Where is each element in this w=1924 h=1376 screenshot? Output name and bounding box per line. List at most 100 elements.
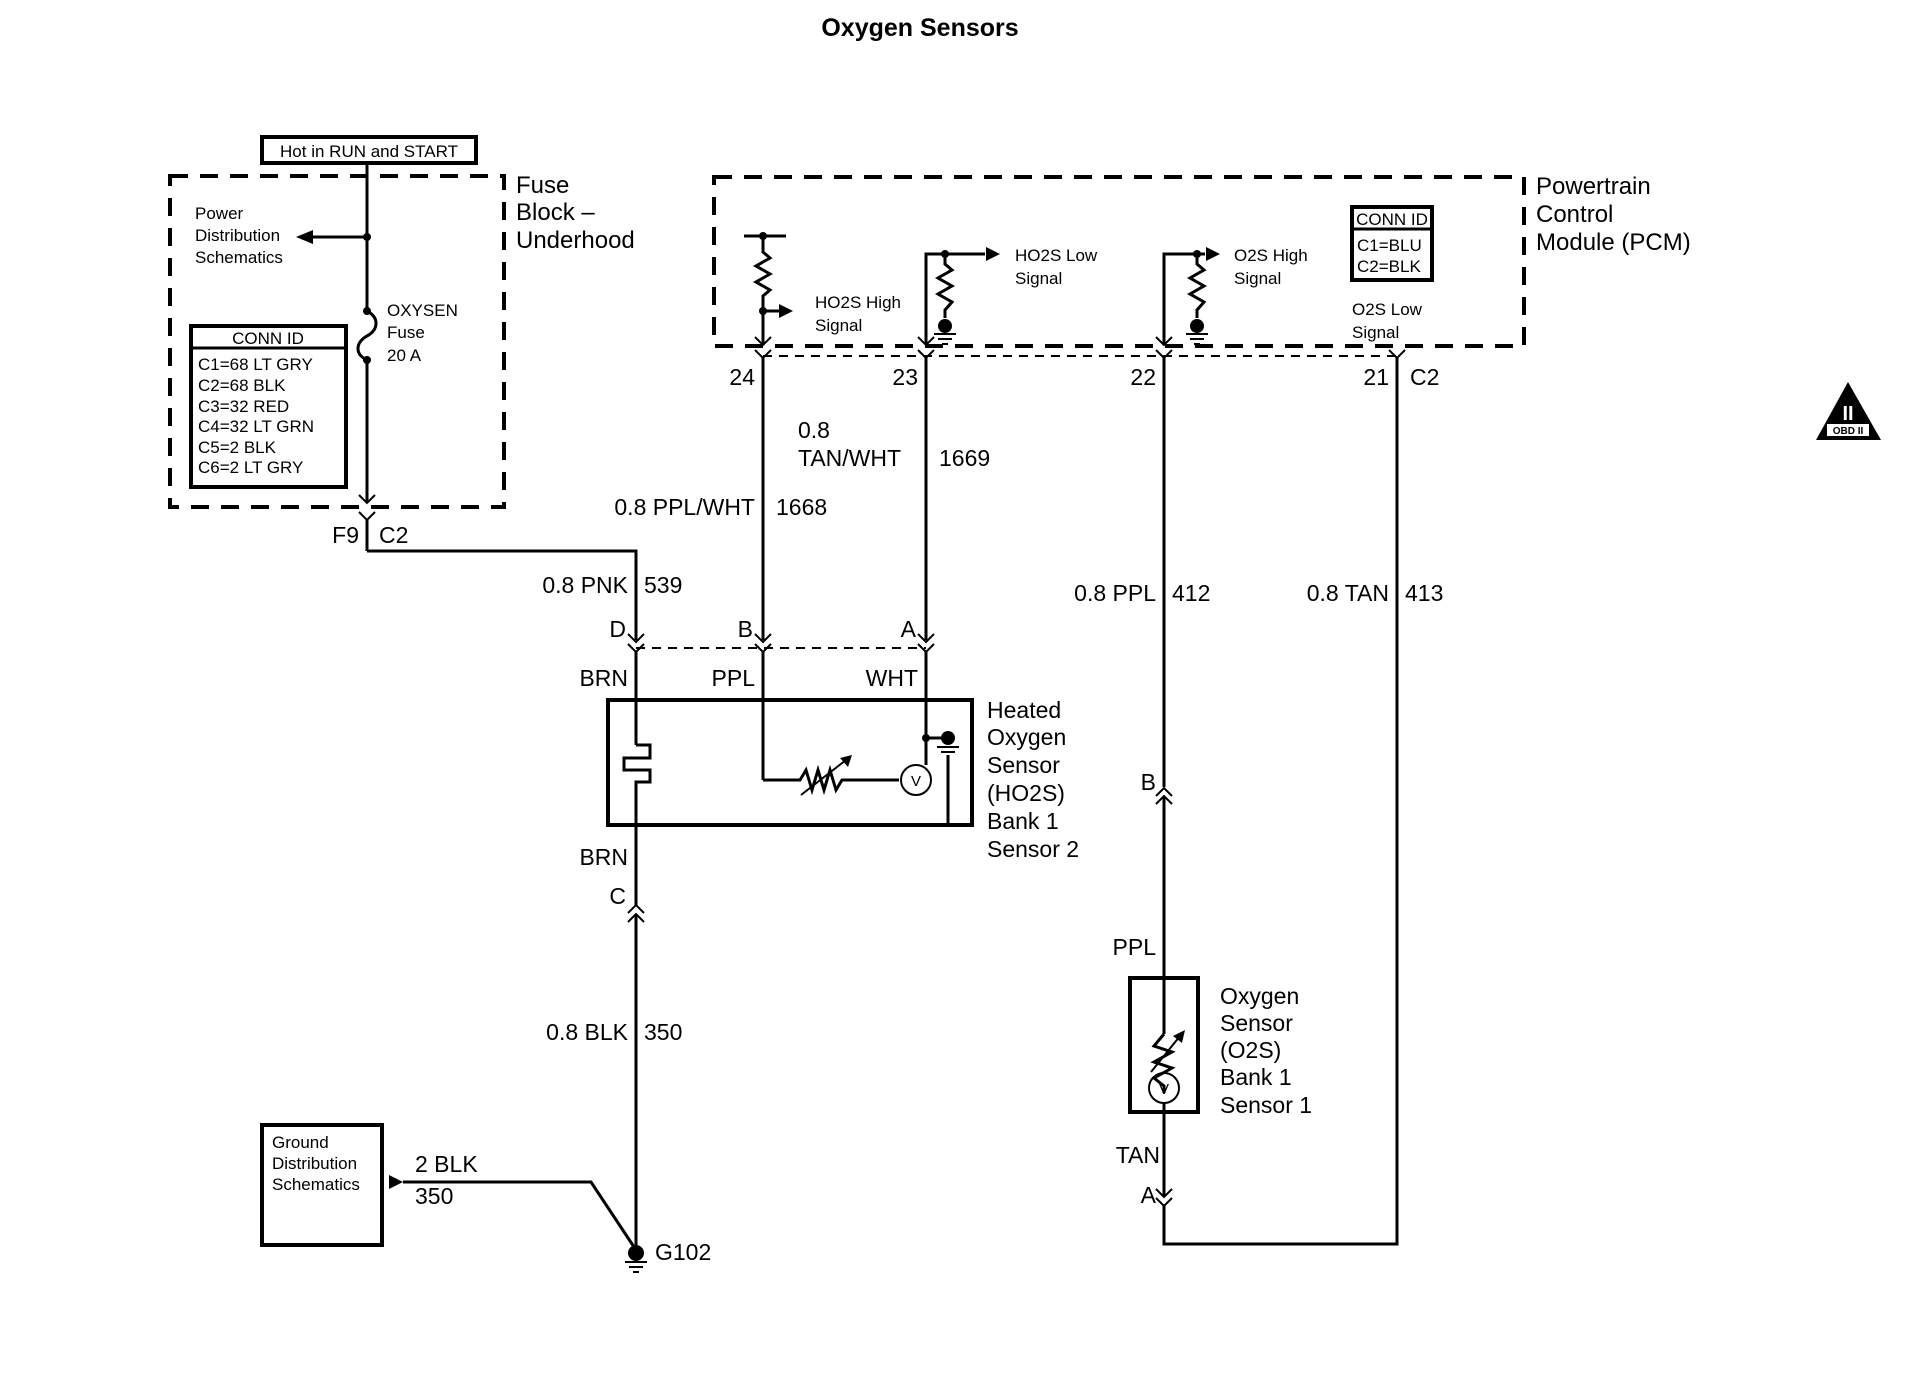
- pcm: Powertrain Control Module (PCM) HO2S Hig…: [712, 173, 1691, 390]
- fuse-name: OXYSEN: [387, 301, 458, 320]
- ho2s-pin-b: B: [738, 616, 753, 642]
- ground-icon: [628, 1245, 644, 1261]
- wire-tan-413: [1162, 358, 1399, 1246]
- voltmeter-icon: [900, 764, 932, 796]
- ground-dist-line-1: Ground: [272, 1133, 329, 1152]
- ho2s-low-signal-2: Signal: [1015, 269, 1062, 288]
- wire-blk2-label: 2 BLK: [415, 1151, 478, 1177]
- arrow-right-icon: [389, 1175, 403, 1189]
- arrow-right-icon: [986, 247, 1000, 261]
- fuse-block-name-3: Underhood: [516, 227, 635, 254]
- fuse-icon: [356, 309, 378, 362]
- o2s-high-signal-2: Signal: [1234, 269, 1281, 288]
- wire-tan-wht-circuit: 1669: [939, 445, 990, 471]
- wire-blk-circuit: 350: [644, 1019, 682, 1045]
- ho2s-name-2: Oxygen: [987, 724, 1066, 750]
- conn-id-row: C4=32 LT GRN: [198, 417, 314, 436]
- pcm-pin-21: 21: [1363, 364, 1389, 390]
- ho2s-name-6: Sensor 2: [987, 836, 1079, 862]
- arrow-left-icon: [296, 230, 313, 244]
- svg-text:V: V: [1159, 1081, 1169, 1098]
- pcm-pin-23: 23: [892, 364, 918, 390]
- conn-id-row: C2=68 BLK: [198, 376, 286, 395]
- o2s-name-2: Sensor: [1220, 1010, 1293, 1036]
- pcm-name-1: Powertrain: [1536, 173, 1651, 200]
- o2s-sensor: B PPL V Oxygen Sensor (O2S) Bank 1 Senso…: [1113, 769, 1313, 1208]
- hot-in-run-start-box: [260, 135, 478, 165]
- power-dist-line-3: Schematics: [195, 248, 283, 267]
- power-dist-line-1: Power: [195, 204, 244, 223]
- pcm-conn-id-row: C1=BLU: [1357, 236, 1422, 255]
- fuse-block-name-1: Fuse: [516, 172, 569, 199]
- wire-tan-label: 0.8 TAN: [1307, 580, 1389, 606]
- o2s-wire-ppl: PPL: [1113, 934, 1157, 960]
- pcm-name-3: Module (PCM): [1536, 229, 1691, 256]
- wire-ppl-label: 0.8 PPL: [1074, 580, 1156, 606]
- pcm-conn-id-header: CONN ID: [1356, 210, 1428, 229]
- ground-distribution: Ground Distribution Schematics 2 BLK 350…: [260, 1123, 711, 1273]
- wire-pnk-label: 0.8 PNK: [542, 572, 628, 598]
- ground-id: G102: [655, 1239, 711, 1265]
- o2s-low-signal-1: O2S Low: [1352, 300, 1423, 319]
- fuse-conn-id-table: [189, 324, 348, 489]
- pcm-pin-24: 24: [729, 364, 755, 390]
- ho2s-pin-c: C: [609, 883, 626, 909]
- ground-icon: [1190, 319, 1204, 333]
- ground-dist-line-3: Schematics: [272, 1175, 360, 1194]
- svg-text:II: II: [1842, 403, 1853, 425]
- arrow-right-icon: [1206, 247, 1220, 261]
- o2s-name-3: (O2S): [1220, 1037, 1281, 1063]
- ho2s-high-signal-1: HO2S High: [815, 293, 901, 312]
- ho2s-wire-wht: WHT: [866, 665, 918, 691]
- o2s-name-1: Oxygen: [1220, 983, 1299, 1009]
- ho2s-name-5: Bank 1: [987, 808, 1059, 834]
- pcm-connector-label: C2: [1410, 364, 1439, 390]
- svg-text:V: V: [911, 773, 921, 790]
- conn-id-header: CONN ID: [232, 329, 304, 348]
- pcm-outline: [712, 175, 1526, 348]
- ho2s-wire-ppl: PPL: [712, 665, 756, 691]
- ho2s-low-signal-1: HO2S Low: [1015, 246, 1098, 265]
- wire-tan-wht-color: TAN/WHT: [798, 445, 901, 471]
- page-title: Oxygen Sensors: [821, 14, 1018, 42]
- o2s-high-signal-1: O2S High: [1234, 246, 1308, 265]
- pcm-conn-id-table: [1350, 205, 1434, 282]
- ho2s-name-3: Sensor: [987, 752, 1060, 778]
- wire-ppl-wht-circuit: 1668: [776, 494, 827, 520]
- o2s-low-signal-2: Signal: [1352, 323, 1399, 342]
- heater-element-icon: [622, 743, 652, 905]
- wire-tan-wht-gauge: 0.8: [798, 417, 830, 443]
- ground-dist-box: [260, 1123, 384, 1247]
- fuse-block: Hot in RUN and START Fuse Block – Underh…: [168, 135, 635, 551]
- ho2s-pin-a: A: [901, 616, 917, 642]
- fuse-block-outline: [168, 174, 506, 509]
- ho2s-high-signal-2: Signal: [815, 316, 862, 335]
- o2s-wire-tan: TAN: [1116, 1142, 1160, 1168]
- ho2s-wire-brn-bottom: BRN: [579, 844, 628, 870]
- wire-ppl-wht-label: 0.8 PPL/WHT: [614, 494, 755, 520]
- conn-id-row: C5=2 BLK: [198, 438, 277, 457]
- conn-id-row: C3=32 RED: [198, 397, 289, 416]
- pcm-conn-id-row: C2=BLK: [1357, 257, 1421, 276]
- hot-in-run-start-label: Hot in RUN and START: [280, 142, 458, 161]
- svg-text:OBD II: OBD II: [1833, 426, 1864, 437]
- conn-id-row: C1=68 LT GRY: [198, 355, 313, 374]
- pcm-name-2: Control: [1536, 201, 1613, 228]
- ho2s-name-4: (HO2S): [987, 780, 1065, 806]
- ground-icon: [941, 731, 955, 745]
- o2s-pin-b: B: [1141, 769, 1156, 795]
- connector-fork-icon: [358, 511, 376, 522]
- o2s-name-4: Bank 1: [1220, 1064, 1292, 1090]
- ground-dist-line-2: Distribution: [272, 1154, 357, 1173]
- wire-blk2-circuit: 350: [415, 1183, 453, 1209]
- pullup-resistor-icon: [752, 236, 774, 345]
- variable-resistor-icon: [1150, 1033, 1176, 1093]
- resistor-icon: [934, 254, 956, 318]
- fuse-pin-label: F9: [332, 522, 359, 548]
- resistor-icon: [1186, 254, 1208, 318]
- ho2s-wire-brn-top: BRN: [579, 665, 628, 691]
- variable-resistor-icon: [763, 764, 899, 796]
- wire-blk-label: 0.8 BLK: [546, 1019, 628, 1045]
- wire-pnk-circuit: 539: [644, 572, 682, 598]
- obd-ii-badge: II OBD II: [1816, 382, 1881, 440]
